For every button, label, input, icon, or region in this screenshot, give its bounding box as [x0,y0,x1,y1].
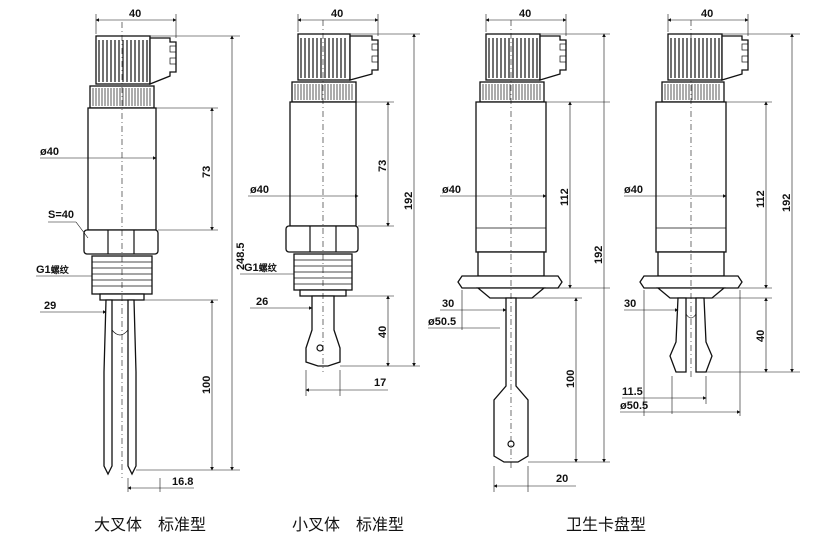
dim-112-2: 112 [755,190,767,208]
dim-phi40-3: ø40 [442,184,461,196]
dim-17: 17 [374,377,386,389]
dim-29: 29 [44,300,56,312]
dim-g1-2: G1螺纹 [244,262,278,274]
dim-26: 26 [256,296,268,308]
dim-192-3: 192 [781,194,793,212]
caption-large-fork: 大叉体 标准型 [94,515,206,534]
dim-30-2: 30 [624,298,636,310]
dim-phi50-5-1: ø50.5 [428,316,456,328]
caption-small-fork: 小叉体 标准型 [292,515,404,534]
dim-width-4: 40 [701,8,713,20]
dim-width-3: 40 [519,8,531,20]
dim-phi40-1: ø40 [40,146,59,158]
dim-phi40-2: ø40 [250,184,269,196]
dim-73-1: 73 [201,166,213,178]
drawing-small-fork [240,14,420,396]
dim-16-8: 16.8 [172,476,193,488]
drawing-sanitary-paddle [428,14,610,492]
dim-100-2: 100 [565,370,577,388]
drawing-large-fork [36,14,240,492]
dim-192-1: 192 [403,192,415,210]
dim-phi50-5-2: ø50.5 [620,400,648,412]
dim-100-1: 100 [201,376,213,394]
dim-20: 20 [556,473,568,485]
dim-phi40-4: ø40 [624,184,643,196]
caption-sanitary: 卫生卡盘型 [566,515,646,534]
dim-73-2: 73 [377,160,389,172]
dim-40-4: 40 [755,330,767,342]
dim-112-1: 112 [559,188,571,206]
dim-11-5: 11.5 [622,386,643,398]
drawing-sanitary-fork [620,14,800,416]
dim-192-2: 192 [593,246,605,264]
dim-248-5: 248.5 [235,242,247,270]
dim-30-1: 30 [442,298,454,310]
dim-g1-1: G1螺纹 [36,264,70,276]
dim-s40: S=40 [48,209,74,221]
dim-width-2: 40 [331,8,343,20]
dim-width-1: 40 [129,8,141,20]
dim-40-2: 40 [377,326,389,338]
